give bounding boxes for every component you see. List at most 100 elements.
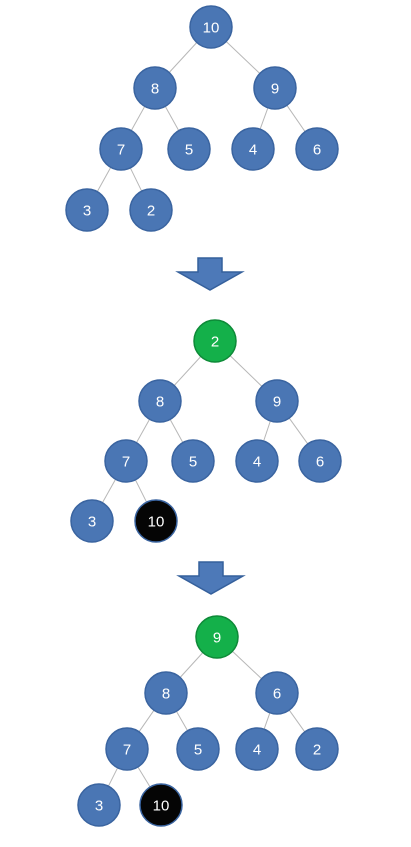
- node-circle: [193, 319, 237, 363]
- node-label: 3: [95, 798, 103, 815]
- tree-edge: [259, 107, 269, 130]
- node-circle: [298, 439, 342, 483]
- node-label: 4: [253, 742, 261, 759]
- tree-node: 9: [195, 615, 239, 659]
- node-label: 10: [203, 20, 220, 37]
- tree-edge: [96, 167, 112, 192]
- tree-node: 4: [235, 439, 279, 483]
- node-label: 5: [189, 454, 197, 471]
- node-label: 2: [313, 742, 321, 759]
- tree-edge: [137, 766, 151, 788]
- arrows-layer: [175, 257, 246, 595]
- tree-edge: [168, 42, 198, 73]
- tree-edge: [225, 41, 261, 74]
- tree-edge: [138, 709, 155, 733]
- node-circle: [195, 615, 239, 659]
- node-circle: [134, 499, 178, 543]
- tree-node: 5: [171, 439, 215, 483]
- tree-edge: [288, 417, 309, 445]
- node-label: 6: [316, 454, 324, 471]
- tree-node: 7: [99, 127, 143, 171]
- tree-edge: [164, 106, 180, 131]
- tree-node: 2: [295, 727, 339, 771]
- node-circle: [235, 727, 279, 771]
- tree-node: 3: [65, 188, 109, 232]
- tree-edge: [134, 479, 148, 503]
- node-label: 9: [273, 394, 281, 411]
- node-label: 9: [271, 81, 279, 98]
- node-label: 2: [211, 334, 219, 351]
- node-circle: [70, 499, 114, 543]
- node-label: 8: [151, 81, 159, 98]
- tree-edge: [229, 355, 263, 387]
- node-label: 5: [194, 742, 202, 759]
- node-circle: [77, 783, 121, 827]
- tree-edge: [173, 356, 202, 386]
- tree-edge: [130, 106, 146, 131]
- tree-edge: [288, 709, 306, 733]
- tree-edge: [286, 105, 306, 132]
- node-label: 9: [213, 630, 221, 647]
- node-label: 6: [313, 142, 321, 159]
- down-arrow-icon: [176, 561, 246, 595]
- node-label: 3: [88, 514, 96, 531]
- tree-node: 10: [139, 783, 183, 827]
- tree-node: 5: [167, 127, 211, 171]
- tree-node: 3: [70, 499, 114, 543]
- node-circle: [189, 5, 233, 49]
- node-circle: [133, 66, 177, 110]
- node-label: 7: [123, 742, 131, 759]
- node-circle: [129, 188, 173, 232]
- tree-node: 4: [235, 727, 279, 771]
- tree-node: 2: [129, 188, 173, 232]
- node-circle: [139, 783, 183, 827]
- node-circle: [65, 188, 109, 232]
- node-label: 4: [253, 454, 261, 471]
- node-circle: [171, 439, 215, 483]
- edges-layer: [96, 41, 309, 788]
- tree-node: 3: [77, 783, 121, 827]
- node-circle: [138, 379, 182, 423]
- node-circle: [99, 127, 143, 171]
- tree-edge: [179, 652, 204, 678]
- tree-node: 10: [189, 5, 233, 49]
- node-label: 2: [147, 203, 155, 220]
- tree-node: 9: [253, 66, 297, 110]
- node-label: 10: [148, 514, 165, 531]
- tree-node: 8: [133, 66, 177, 110]
- tree-node: 10: [134, 499, 178, 543]
- nodes-layer: 10 8 9 7 5 4 6 3 2 2 8 9 7 5 4 6 3 10 9 8 6 7 5 4 2 3 10: [65, 5, 342, 827]
- node-label: 4: [249, 142, 257, 159]
- node-label: 6: [273, 686, 281, 703]
- tree-node: 8: [144, 671, 188, 715]
- tree-edge: [101, 479, 117, 503]
- node-circle: [167, 127, 211, 171]
- node-label: 3: [83, 203, 91, 220]
- down-arrow-icon: [175, 257, 245, 291]
- tree-node: 7: [104, 439, 148, 483]
- tree-edge: [129, 167, 143, 192]
- node-circle: [295, 127, 339, 171]
- node-circle: [105, 727, 149, 771]
- tree-node: 7: [105, 727, 149, 771]
- node-circle: [235, 439, 279, 483]
- tree-node: 5: [176, 727, 220, 771]
- node-circle: [176, 727, 220, 771]
- tree-node: 9: [255, 379, 299, 423]
- node-circle: [104, 439, 148, 483]
- node-circle: [144, 671, 188, 715]
- tree-node: 4: [231, 127, 275, 171]
- node-label: 7: [122, 454, 130, 471]
- tree-edge: [175, 710, 189, 732]
- node-circle: [255, 671, 299, 715]
- node-circle: [295, 727, 339, 771]
- node-label: 7: [117, 142, 125, 159]
- node-label: 8: [162, 686, 170, 703]
- node-label: 8: [156, 394, 164, 411]
- tree-node: 6: [255, 671, 299, 715]
- node-label: 5: [185, 142, 193, 159]
- tree-edge: [107, 767, 119, 787]
- node-label: 10: [153, 798, 170, 815]
